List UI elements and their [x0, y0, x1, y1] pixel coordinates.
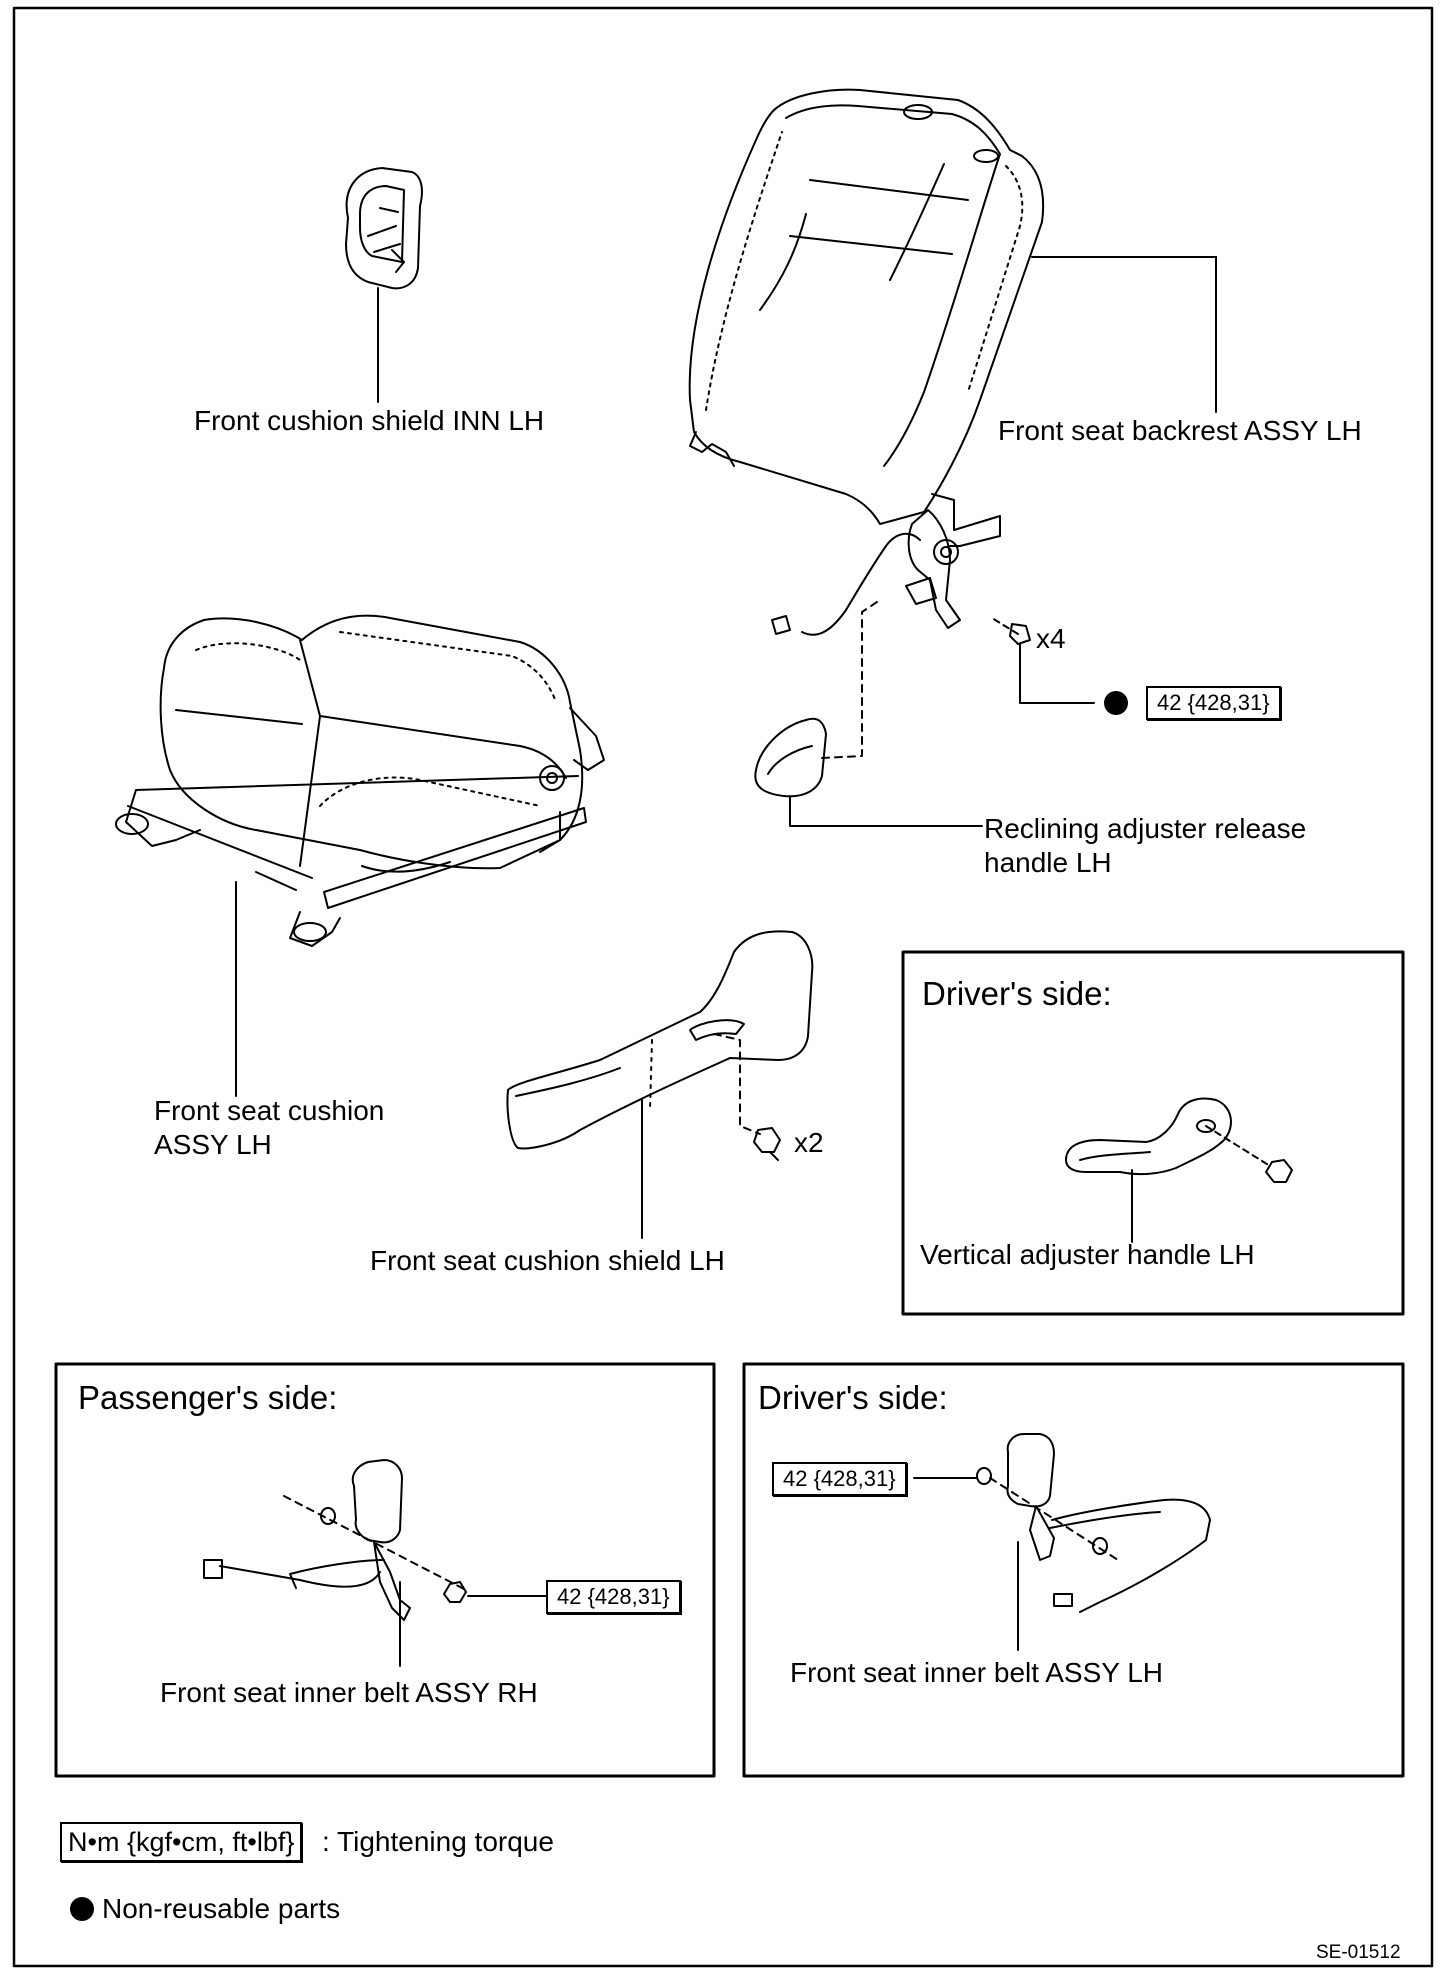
- label-inner-belt-rh: Front seat inner belt ASSY RH: [160, 1677, 538, 1708]
- passenger-belt-dash: [283, 1495, 467, 1591]
- vertical-handle-screw-drawing: [1265, 1159, 1293, 1183]
- passenger-belt-drawing: [203, 1459, 467, 1621]
- panel-frame-passenger-belt: [54, 1362, 716, 1778]
- label-front-seat-cushion-shield: Front seat cushion shield LH: [370, 1245, 725, 1276]
- driver-belt-dash: [989, 1477, 1119, 1561]
- backrest-bolt-drawing: [991, 617, 1031, 645]
- heading-driver-side-belt: Driver's side:: [758, 1379, 948, 1416]
- label-front-seat-backrest: Front seat backrest ASSY LH: [998, 415, 1362, 446]
- legend-non-reusable-dot: [70, 1897, 94, 1921]
- non-reusable-marker: [1104, 691, 1128, 715]
- seat-cushion-drawing: [115, 614, 605, 947]
- leader-cushion-shield-dash: [713, 1033, 761, 1135]
- torque-box-passenger-belt: 42 {428,31}: [546, 1580, 681, 1614]
- cushion-shield-inn-drawing: [345, 167, 423, 290]
- label-reclining-release-handle: Reclining adjuster release handle LH: [984, 813, 1307, 878]
- leader-release-dash: [821, 599, 881, 759]
- torque-box-driver-belt: 42 {428,31}: [772, 1462, 907, 1496]
- label-vertical-adjuster-handle: Vertical adjuster handle LH: [920, 1239, 1255, 1270]
- driver-belt-drawing: [976, 1433, 1211, 1613]
- page-frame: [12, 6, 1434, 1968]
- leader-release-handle: [789, 795, 983, 827]
- leader-backrest-bolt: [1019, 643, 1095, 704]
- vertical-handle-drawing: [1065, 1097, 1232, 1176]
- heading-passenger-side: Passenger's side:: [78, 1379, 338, 1416]
- label-inner-belt-lh: Front seat inner belt ASSY LH: [790, 1657, 1164, 1688]
- leader-vertical-dash: [1205, 1125, 1271, 1167]
- heading-driver-side-vertical: Driver's side:: [922, 975, 1112, 1012]
- cushion-shield-drawing: [506, 930, 814, 1150]
- label-front-seat-cushion: Front seat cushion ASSY LH: [154, 1095, 385, 1160]
- legend-torque-box: N•m {kgf•cm, ft•lbf}: [60, 1822, 303, 1862]
- label-cushion-shield-screw-count: x2: [794, 1127, 824, 1158]
- panel-frame-driver-belt: [742, 1362, 1405, 1778]
- legend-torque-text: : Tightening torque: [322, 1826, 554, 1857]
- torque-box-backrest: 42 {428,31}: [1146, 686, 1281, 720]
- panel-frame-driver-vertical: [901, 950, 1405, 1316]
- release-handle-drawing: [754, 717, 827, 798]
- label-backrest-bolt-count: x4: [1036, 623, 1066, 654]
- backrest-drawing: [688, 88, 1045, 636]
- label-front-cushion-shield-inn: Front cushion shield INN LH: [194, 405, 545, 436]
- cushion-shield-screw-drawing: [753, 1127, 781, 1161]
- figure-code: SE-01512: [1316, 1942, 1401, 1963]
- legend-non-reusable-text: Non-reusable parts: [102, 1893, 341, 1924]
